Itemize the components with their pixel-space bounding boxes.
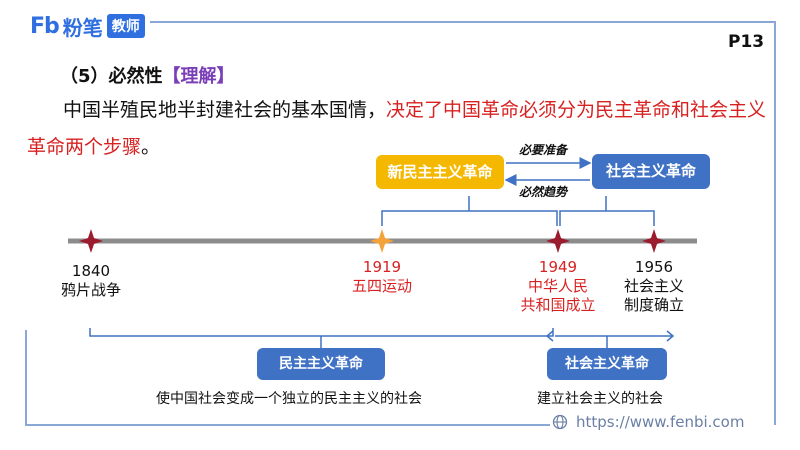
paragraph-end: 。 (141, 136, 161, 158)
footer-url-text[interactable]: https://www.fenbi.com (576, 413, 745, 431)
section-tag: 【理解】 (162, 66, 235, 87)
frame-top-line (150, 21, 775, 23)
paragraph-highlight-text: 决定了中国革命必须分为民主革命和社会主义革命两个步骤 (27, 99, 767, 158)
marker-1949-icon (546, 229, 570, 253)
brand-logo: Fb 粉笔 教师 (30, 12, 145, 40)
event-1949-line1: 中华人民 (527, 277, 588, 295)
brand-badge: 教师 (106, 14, 145, 38)
socialist-caption: 建立社会主义的社会 (537, 391, 663, 407)
year-1919: 1919 (362, 258, 402, 276)
body-paragraph: 中国半殖民地半封建社会的基本国情，决定了中国革命必须分为民主革命和社会主义革命两… (27, 92, 767, 166)
section-number: （5）必然性 (60, 66, 163, 87)
brand-name: 粉笔 (62, 15, 103, 40)
frame-right-line (774, 21, 776, 425)
socialist-revolution-bottom-box: 社会主义革命 (547, 348, 667, 380)
democratic-brace (89, 328, 554, 348)
socialist-brace (559, 196, 655, 226)
year-1840: 1840 (71, 262, 111, 280)
page-number: P13 (728, 32, 765, 52)
event-1956-line2: 制度确立 (623, 296, 684, 314)
new-democratic-revolution-box: 新民主主义革命 (376, 155, 504, 189)
marker-1840-icon (79, 229, 103, 253)
inevitable-trend-label: 必然趋势 (519, 185, 568, 199)
necessary-prep-label: 必要准备 (519, 143, 568, 157)
year-1956: 1956 (634, 258, 674, 276)
new-democratic-brace (381, 196, 558, 226)
frame-left-line (25, 330, 27, 425)
event-1919: 五四运动 (351, 277, 412, 295)
event-1956-line1: 社会主义 (623, 277, 684, 295)
logo-mark: Fb (30, 13, 60, 39)
globe-icon (552, 414, 568, 430)
democratic-revolution-box: 民主主义革命 (257, 348, 385, 380)
event-1949-line2: 共和国成立 (520, 296, 596, 314)
footer-url[interactable]: https://www.fenbi.com (552, 412, 744, 432)
event-1840: 鸦片战争 (60, 281, 121, 299)
socialist-revolution-box: 社会主义革命 (592, 154, 710, 189)
marker-1956-icon (642, 229, 666, 253)
timeline-1949: 1949 中华人民 共和国成立 (510, 258, 606, 315)
timeline-1840: 1840 鸦片战争 (55, 262, 127, 300)
frame-bottom-line (25, 424, 550, 426)
section-heading: （5）必然性【理解】 (60, 62, 235, 88)
marker-1919-icon (370, 229, 394, 253)
timeline-1956: 1956 社会主义 制度确立 (613, 258, 695, 315)
timeline-1919: 1919 五四运动 (342, 258, 422, 296)
paragraph-normal-text: 中国半殖民地半封建社会的基本国情， (63, 99, 387, 121)
democratic-caption: 使中国社会变成一个独立的民主主义的社会 (156, 391, 422, 407)
year-1949: 1949 (538, 258, 578, 276)
